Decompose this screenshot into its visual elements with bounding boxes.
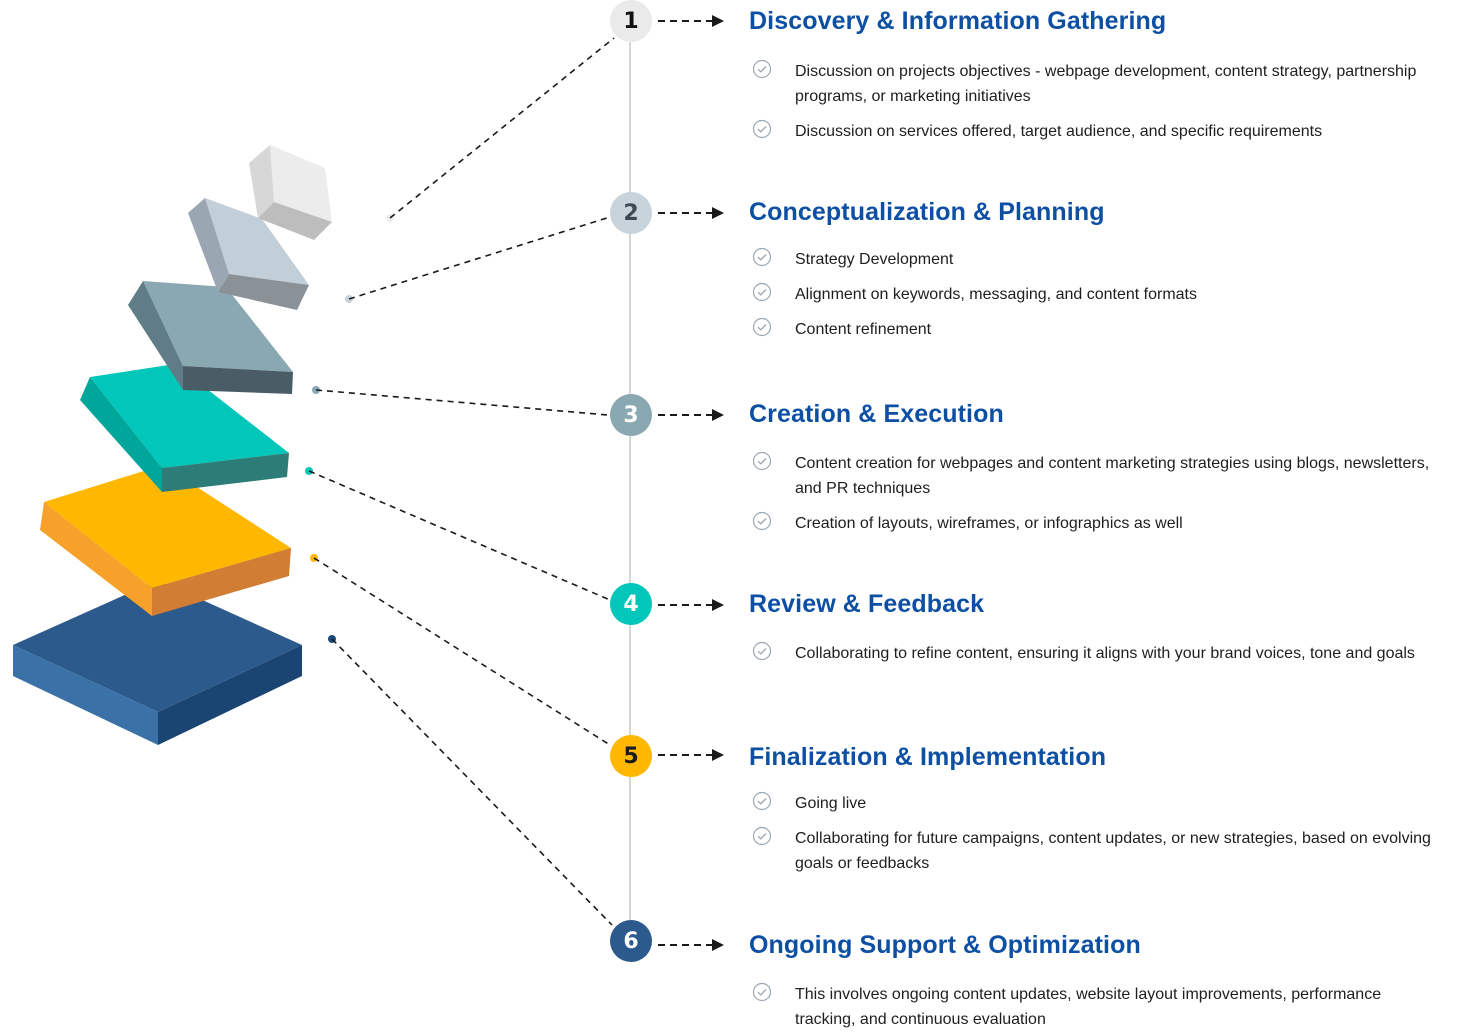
arrow-head-6 bbox=[712, 939, 724, 951]
step-1-title: Discovery & Information Gathering bbox=[749, 7, 1167, 35]
connector-5 bbox=[313, 557, 611, 746]
check-circle-icon bbox=[752, 451, 772, 471]
step-5-title: Finalization & Implementation bbox=[749, 743, 1107, 771]
check-circle-icon bbox=[752, 511, 772, 531]
check-circle-icon bbox=[752, 791, 772, 811]
step-2-item-1-text: Strategy Development bbox=[795, 251, 954, 268]
step-3-item-2-text: Creation of layouts, wireframes, or info… bbox=[795, 515, 1183, 532]
block-3 bbox=[128, 281, 293, 394]
step-3-title: Creation & Execution bbox=[749, 400, 1004, 428]
step-6-number: 6 bbox=[610, 920, 652, 962]
check-circle-icon bbox=[752, 59, 772, 79]
check-circle-icon bbox=[752, 119, 772, 139]
connector-3 bbox=[315, 389, 609, 416]
step-5-number: 5 bbox=[610, 735, 652, 777]
step-4-number: 4 bbox=[610, 583, 652, 625]
step-4-title: Review & Feedback bbox=[749, 590, 985, 618]
check-circle-icon bbox=[752, 282, 772, 302]
check-circle-icon bbox=[752, 982, 772, 1002]
connector-1 bbox=[389, 37, 615, 219]
connector-4 bbox=[308, 470, 611, 601]
step-2-item-2-text: Alignment on keywords, messaging, and co… bbox=[795, 286, 1197, 303]
step-1-item-2-text: Discussion on services offered, target a… bbox=[795, 123, 1323, 140]
check-circle-icon bbox=[752, 641, 772, 661]
arrow-head-1 bbox=[712, 15, 724, 27]
step-3-number: 3 bbox=[610, 394, 652, 436]
check-circle-icon bbox=[752, 826, 772, 846]
step-6-item-1-text: This involves ongoing content updates, w… bbox=[795, 986, 1382, 1028]
step-2-title: Conceptualization & Planning bbox=[749, 198, 1105, 226]
connector-6 bbox=[331, 638, 613, 926]
step-4-item-1-text: Collaborating to refine content, ensurin… bbox=[795, 645, 1415, 662]
step-2-item-3-text: Content refinement bbox=[795, 321, 932, 338]
block-2 bbox=[188, 198, 309, 310]
block-5 bbox=[40, 465, 291, 616]
arrow-head-4 bbox=[712, 599, 724, 611]
step-2-number: 2 bbox=[610, 192, 652, 234]
step-1-number: 1 bbox=[610, 0, 652, 42]
step-1-item-1-text: Discussion on projects objectives - webp… bbox=[795, 63, 1417, 105]
block-1 bbox=[249, 145, 332, 240]
block-4 bbox=[80, 364, 289, 492]
step-6-title: Ongoing Support & Optimization bbox=[749, 931, 1141, 959]
step-3-item-1-text: Content creation for webpages and conten… bbox=[795, 455, 1430, 497]
arrow-head-3 bbox=[712, 409, 724, 421]
step-5-item-2-text: Collaborating for future campaigns, cont… bbox=[795, 830, 1431, 872]
block-6 bbox=[13, 580, 302, 745]
check-circle-icon bbox=[752, 317, 772, 337]
arrow-head-2 bbox=[712, 207, 724, 219]
check-circle-icon bbox=[752, 247, 772, 267]
arrow-head-5 bbox=[712, 749, 724, 761]
connector-2 bbox=[348, 216, 611, 300]
step-5-item-1-text: Going live bbox=[795, 795, 867, 812]
